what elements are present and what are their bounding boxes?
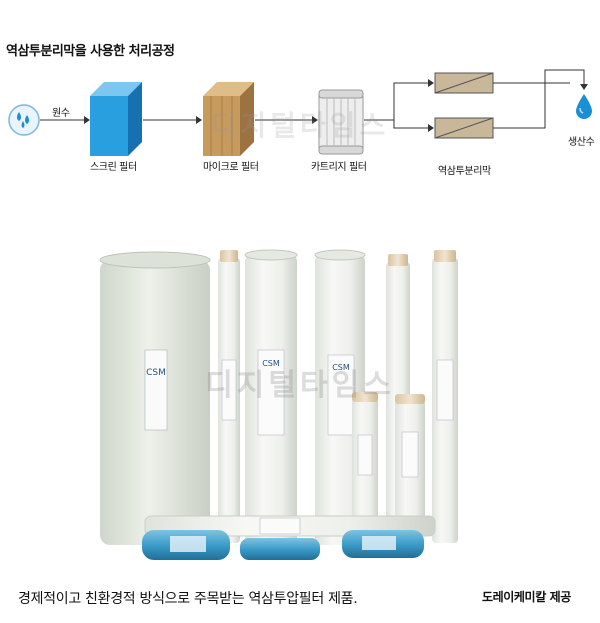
product-water-drop-icon (576, 94, 592, 119)
short-membrane-tube (395, 394, 425, 520)
raw-water-label: 원수 (52, 108, 70, 119)
short-membrane-tube (352, 392, 378, 518)
csm-label-text: CSM (146, 368, 166, 378)
csm-label-text: CSM (332, 363, 350, 372)
process-flow-diagram (8, 69, 592, 156)
cartridge-filter-icon (318, 89, 364, 155)
membrane-tube (218, 250, 240, 543)
diagram-title: 역삼투분리막을 사용한 처리공정 (6, 44, 175, 59)
membrane-tube: CSM (244, 249, 298, 545)
raw-water-icon (8, 104, 40, 136)
product-photo: CSM CSM CSM (99, 249, 458, 560)
screen-filter-icon (90, 82, 142, 156)
photo-credit: 도레이케미칼 제공 (482, 590, 571, 604)
screen-filter-label: 스크린 필터 (90, 162, 137, 173)
membrane-tube (432, 250, 458, 543)
cartridge-filter-label: 카트리지 필터 (311, 162, 367, 173)
csm-label-text: CSM (262, 359, 280, 368)
blue-membrane-housing (342, 530, 424, 558)
ro-membrane-upper-icon (434, 72, 494, 94)
ro-membrane-label: 역삼투분리막 (438, 166, 491, 177)
blue-membrane-housing (240, 538, 320, 560)
blue-membrane-housing (142, 530, 230, 560)
micro-filter-label: 마이크로 필터 (203, 162, 259, 173)
micro-filter-icon (203, 82, 254, 156)
photo-caption: 경제적이고 친환경적 방식으로 주목받는 역삼투압필터 제품. (18, 591, 358, 607)
product-water-label: 생산수 (568, 137, 595, 148)
large-membrane-module: CSM (99, 251, 211, 545)
ro-membrane-lower-icon (434, 117, 494, 139)
